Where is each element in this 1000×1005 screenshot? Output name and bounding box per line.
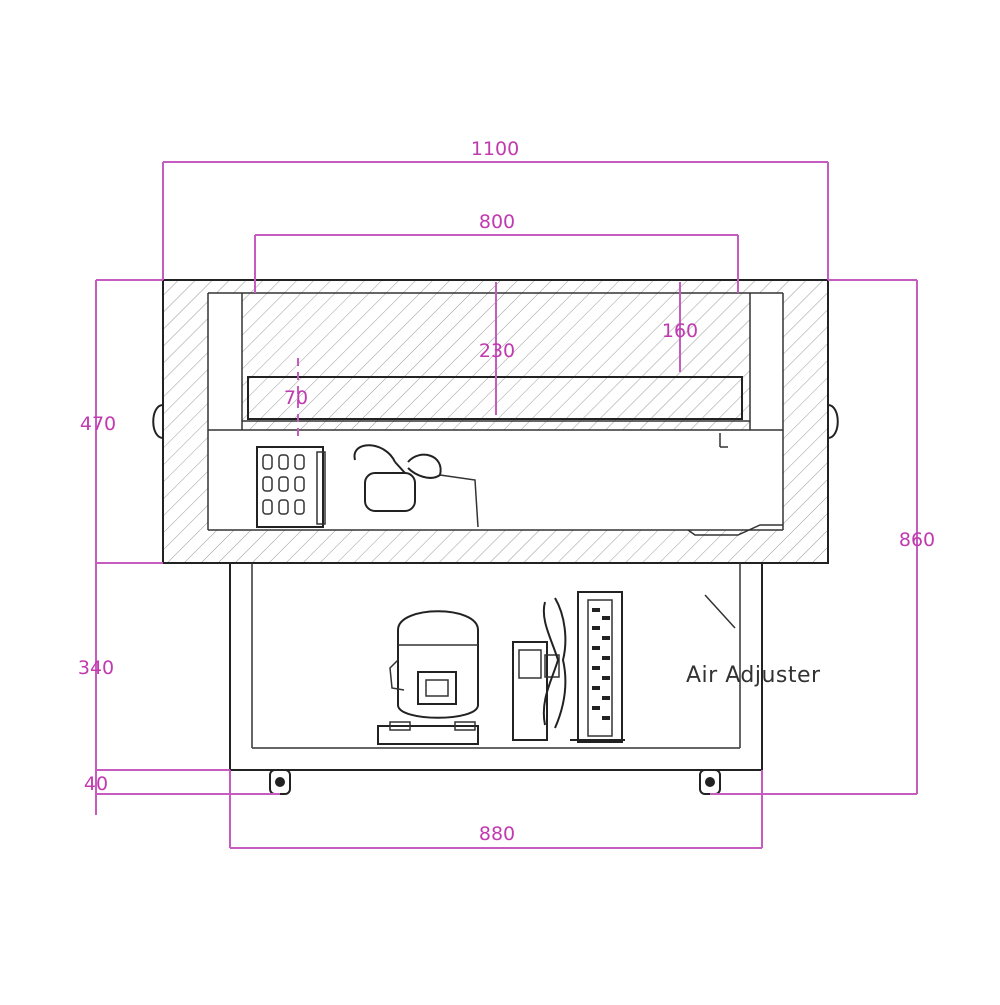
compressor-icon	[377, 610, 479, 745]
dimension-labels: 1100 800 230 160 70 470 340 40 860 880	[78, 138, 935, 845]
wheel-icon	[269, 769, 721, 795]
drain-channel	[687, 524, 783, 536]
dim-depth-230: 230	[479, 340, 515, 362]
dim-cabinet-height: 470	[80, 413, 116, 435]
side-handles	[152, 404, 839, 439]
dim-leg-height: 340	[78, 657, 114, 679]
dim-depth-70: 70	[284, 387, 308, 409]
dim-total-height: 860	[899, 529, 935, 551]
condenser-icon	[512, 591, 625, 743]
dim-overall-width: 1100	[471, 138, 519, 160]
stand-frame	[229, 563, 763, 771]
evaporator-icon	[256, 446, 326, 528]
air-adjuster-pointer	[704, 594, 736, 629]
dim-opening-width: 800	[479, 211, 515, 233]
air-adjuster-label: Air Adjuster	[686, 663, 821, 688]
dimension-lines	[95, 161, 918, 849]
fan-icon	[353, 444, 479, 528]
dim-base-width: 880	[479, 823, 515, 845]
dim-wheel-height: 40	[84, 773, 108, 795]
dim-depth-160: 160	[662, 320, 698, 342]
